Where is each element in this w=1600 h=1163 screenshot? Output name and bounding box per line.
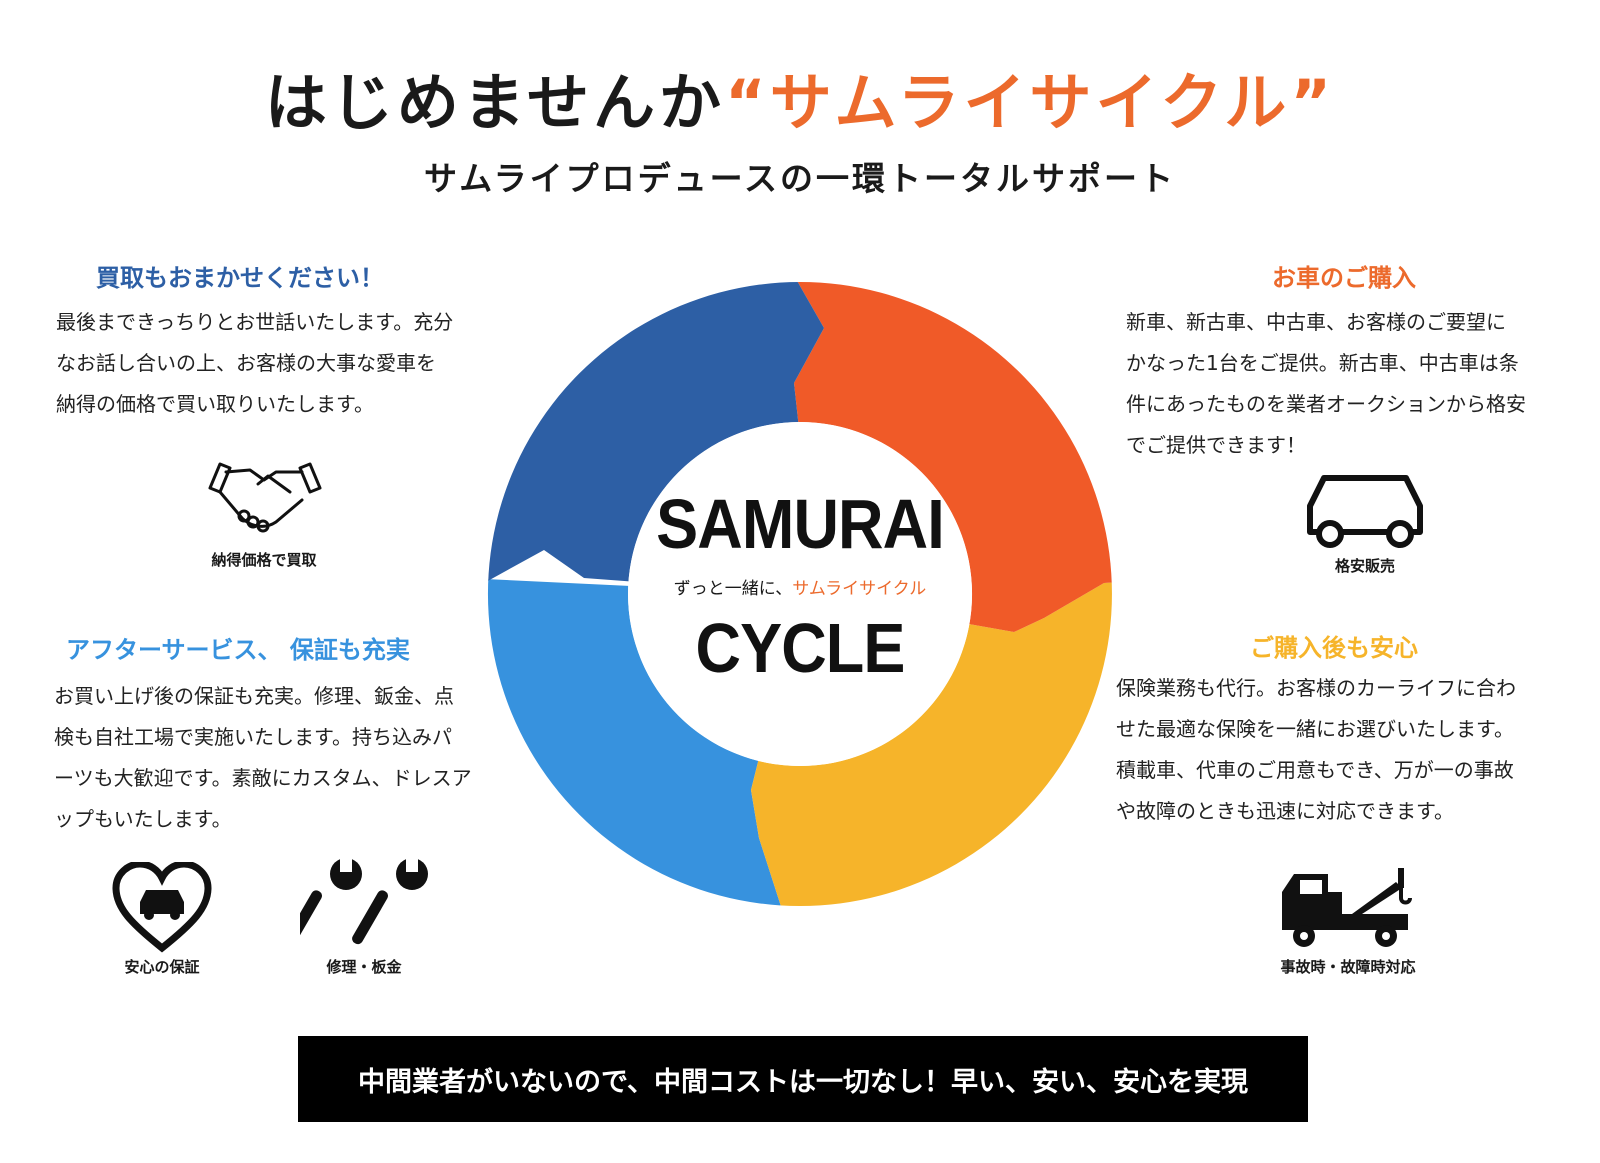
buyback-body-line: 納得の価格で買い取りいたします。 bbox=[56, 392, 374, 416]
heart-car-icon bbox=[112, 862, 212, 953]
wrenches-icon bbox=[300, 858, 428, 945]
tow-truck-icon bbox=[1282, 868, 1412, 947]
buyback-body-line: なお話し合いの上、お客様の大事な愛車を bbox=[56, 351, 436, 375]
aftercare-body-line: 保険業務も代行。お客様のカーライフに合わ bbox=[1116, 676, 1516, 700]
headline-main: はじめませんか bbox=[264, 66, 726, 139]
bottom-banner: 中間業者がいないので、中間コストは一切なし！早い、安い、安心を実現 bbox=[298, 1036, 1308, 1122]
after-service-body-line: お買い上げ後の保証も充実。修理、鈑金、点 bbox=[54, 684, 454, 708]
cycle-diagram bbox=[487, 282, 1112, 906]
purchase-body-line: 件にあったものを業者オークションから格安 bbox=[1126, 392, 1526, 416]
buyback-title: 買取もおまかせください！ bbox=[96, 264, 384, 292]
warranty-icon-label: 安心の保証 bbox=[124, 958, 200, 976]
after-service-title: アフターサービス、 保証も充実 bbox=[66, 636, 410, 664]
after-service-body-line: 検も自社工場で実施いたします。持ち込みパ bbox=[54, 725, 452, 749]
purchase-icon-label: 格安販売 bbox=[1334, 557, 1395, 575]
center-title-cycle: CYCLE bbox=[695, 609, 905, 687]
purchase-body-line: かなった1台をご提供。新古車、中古車は条 bbox=[1126, 351, 1519, 375]
after-service-body: お買い上げ後の保証も充実。修理、鈑金、点 検も自社工場で実施いたします。持ち込み… bbox=[54, 676, 494, 840]
purchase-body: 新車、新古車、中古車、お客様のご要望に かなった1台をご提供。新古車、中古車は条… bbox=[1126, 302, 1566, 466]
bottom-banner-text: 中間業者がいないので、中間コストは一切なし！早い、安い、安心を実現 bbox=[358, 1066, 1248, 1098]
center-tagline-prefix: ずっと一緒に、 bbox=[673, 579, 793, 599]
aftercare-body-line: 積載車、代車のご用意もでき、万が一の事故 bbox=[1116, 758, 1514, 782]
subheadline: サムライプロデュースの一環トータルサポート bbox=[423, 159, 1177, 198]
aftercare-body-line: や故障のときも迅速に対応できます。 bbox=[1116, 799, 1454, 823]
car-icon bbox=[1307, 475, 1423, 548]
accident-icon-label: 事故時・故障時対応 bbox=[1280, 958, 1416, 976]
center-title-samurai: SAMURAI bbox=[656, 485, 945, 563]
purchase-body-line: 新車、新古車、中古車、お客様のご要望に bbox=[1126, 310, 1506, 334]
buyback-body: 最後まできっちりとお世話いたします。充分 なお話し合いの上、お客様の大事な愛車を… bbox=[56, 302, 496, 425]
buyback-icon-label: 納得価格で買取 bbox=[211, 551, 317, 569]
center-tagline: ずっと一緒に、サムライサイクル bbox=[630, 574, 970, 599]
after-service-body-line: ップもいたします。 bbox=[54, 807, 232, 831]
headline: はじめませんか“サムライサイクル” bbox=[0, 52, 1600, 142]
aftercare-body-line: せた最適な保険を一緒にお選びいたします。 bbox=[1116, 717, 1514, 741]
repair-icon-label: 修理・板金 bbox=[326, 958, 402, 976]
center-tagline-accent: サムライサイクル bbox=[792, 579, 927, 599]
purchase-title: お車のご購入 bbox=[1272, 264, 1416, 292]
aftercare-title: ご購入後も安心 bbox=[1250, 634, 1418, 662]
aftercare-body: 保険業務も代行。お客様のカーライフに合わ せた最適な保険を一緒にお選びいたします… bbox=[1116, 668, 1566, 832]
after-service-body-line: ーツも大歓迎です。素敵にカスタム、ドレスア bbox=[54, 766, 472, 790]
handshake-icon bbox=[208, 462, 322, 533]
buyback-body-line: 最後まできっちりとお世話いたします。充分 bbox=[56, 310, 454, 334]
purchase-body-line: でご提供できます！ bbox=[1126, 433, 1306, 457]
headline-accent: “サムライサイクル” bbox=[725, 66, 1336, 139]
